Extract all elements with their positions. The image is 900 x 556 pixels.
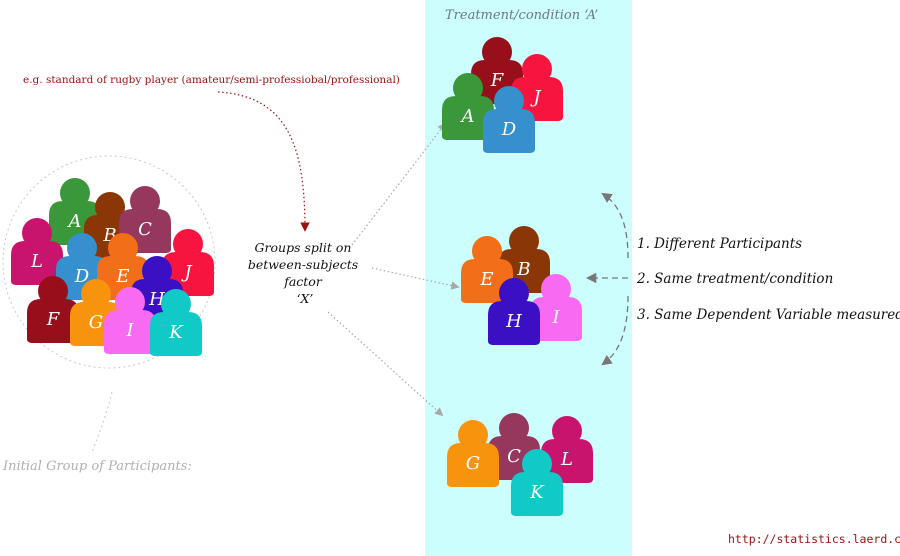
participant-D-initial: D — [56, 233, 108, 300]
participant-L-group-3: L — [541, 416, 593, 483]
participant-head — [95, 192, 125, 222]
participant-head — [453, 73, 483, 103]
participant-letter: J — [180, 262, 193, 283]
participant-body — [104, 310, 156, 354]
participant-letter: E — [115, 266, 129, 287]
split-label-line-4: ‘X’ — [297, 291, 314, 306]
participant-body — [150, 312, 202, 356]
split-label-line-3: factor — [283, 274, 323, 289]
participant-head — [458, 420, 488, 450]
participant-letter: H — [148, 289, 165, 310]
participant-head — [161, 289, 191, 319]
participant-body — [447, 443, 499, 487]
characteristic-3: 3. Same Dependent Variable measured — [637, 307, 900, 323]
participant-body — [511, 472, 563, 516]
participant-head — [38, 276, 68, 306]
participant-body — [11, 241, 63, 285]
split-arrow-group-2 — [371, 267, 460, 290]
participant-letter: G — [466, 453, 480, 474]
participant-head — [130, 186, 160, 216]
split-label: Groups split on between-subjects factor … — [248, 240, 362, 306]
participant-K-group-3: K — [511, 449, 563, 516]
participant-letter: I — [125, 320, 134, 341]
participant-A-group-1: A — [442, 73, 494, 140]
participant-I-group-2: I — [530, 274, 582, 341]
participant-head — [142, 256, 172, 286]
split-label-line-2: between-subjects — [248, 257, 358, 272]
participant-K-initial: K — [150, 289, 202, 356]
participant-letter: C — [138, 219, 152, 240]
participant-head — [60, 178, 90, 208]
participant-L-initial: L — [11, 218, 63, 285]
participant-letter: B — [516, 259, 530, 280]
participant-head — [81, 279, 111, 309]
participant-letter: H — [505, 311, 522, 332]
participant-letter: A — [460, 106, 475, 127]
dashed-arrow-down — [601, 295, 629, 366]
participant-head — [541, 274, 571, 304]
initial-group-leader-line — [91, 391, 113, 453]
participant-body — [488, 301, 540, 345]
participant-letter: J — [529, 87, 542, 108]
participant-letter: D — [501, 119, 517, 140]
participant-letter: D — [74, 266, 90, 287]
participant-head — [115, 287, 145, 317]
treatment-title: Treatment/condition ‘A’ — [445, 8, 598, 23]
example-arrow — [217, 91, 310, 232]
participant-head — [499, 413, 529, 443]
dashed-arrow-up — [601, 192, 629, 259]
participant-head — [482, 37, 512, 67]
participant-letter: G — [89, 312, 103, 333]
participant-head — [522, 449, 552, 479]
participant-letter: C — [507, 446, 521, 467]
participant-H-group-2: H — [488, 278, 540, 345]
participant-body — [442, 96, 494, 140]
split-arrow-group-1 — [351, 122, 447, 246]
participant-letter: F — [490, 70, 505, 91]
characteristic-2: 2. Same treatment/condition — [636, 271, 833, 287]
participant-F-initial: F — [27, 276, 79, 343]
participant-letter: A — [67, 211, 82, 232]
example-note: e.g. standard of rugby player (amateur/s… — [23, 74, 400, 86]
participant-body — [483, 109, 535, 153]
participant-letter: I — [551, 307, 560, 328]
participant-head — [499, 278, 529, 308]
participant-head — [67, 233, 97, 263]
participant-I-initial: I — [104, 287, 156, 354]
participant-letter: L — [30, 251, 43, 272]
split-arrow-group-3 — [327, 311, 444, 417]
participant-letter: K — [529, 482, 545, 503]
participant-D-group-1: D — [483, 86, 535, 153]
participant-head — [108, 233, 138, 263]
participant-letter: K — [168, 322, 184, 343]
participant-body — [530, 297, 582, 341]
participant-head — [494, 86, 524, 116]
source-url: http://statistics.laerd.com — [728, 532, 900, 546]
initial-group-label: Initial Group of Participants: — [2, 459, 192, 474]
participant-body — [541, 439, 593, 483]
participant-head — [472, 236, 502, 266]
participant-head — [522, 54, 552, 84]
participant-body — [27, 299, 79, 343]
participant-head — [22, 218, 52, 248]
participant-head — [552, 416, 582, 446]
characteristic-1: 1. Different Participants — [637, 236, 802, 252]
participant-head — [509, 226, 539, 256]
initial-group-circle — [2, 155, 216, 369]
participant-G-group-3: G — [447, 420, 499, 487]
participant-letter: L — [560, 449, 573, 470]
participant-head — [173, 229, 203, 259]
split-label-line-1: Groups split on — [255, 240, 352, 255]
participant-letter: E — [479, 269, 493, 290]
participant-letter: F — [46, 309, 61, 330]
